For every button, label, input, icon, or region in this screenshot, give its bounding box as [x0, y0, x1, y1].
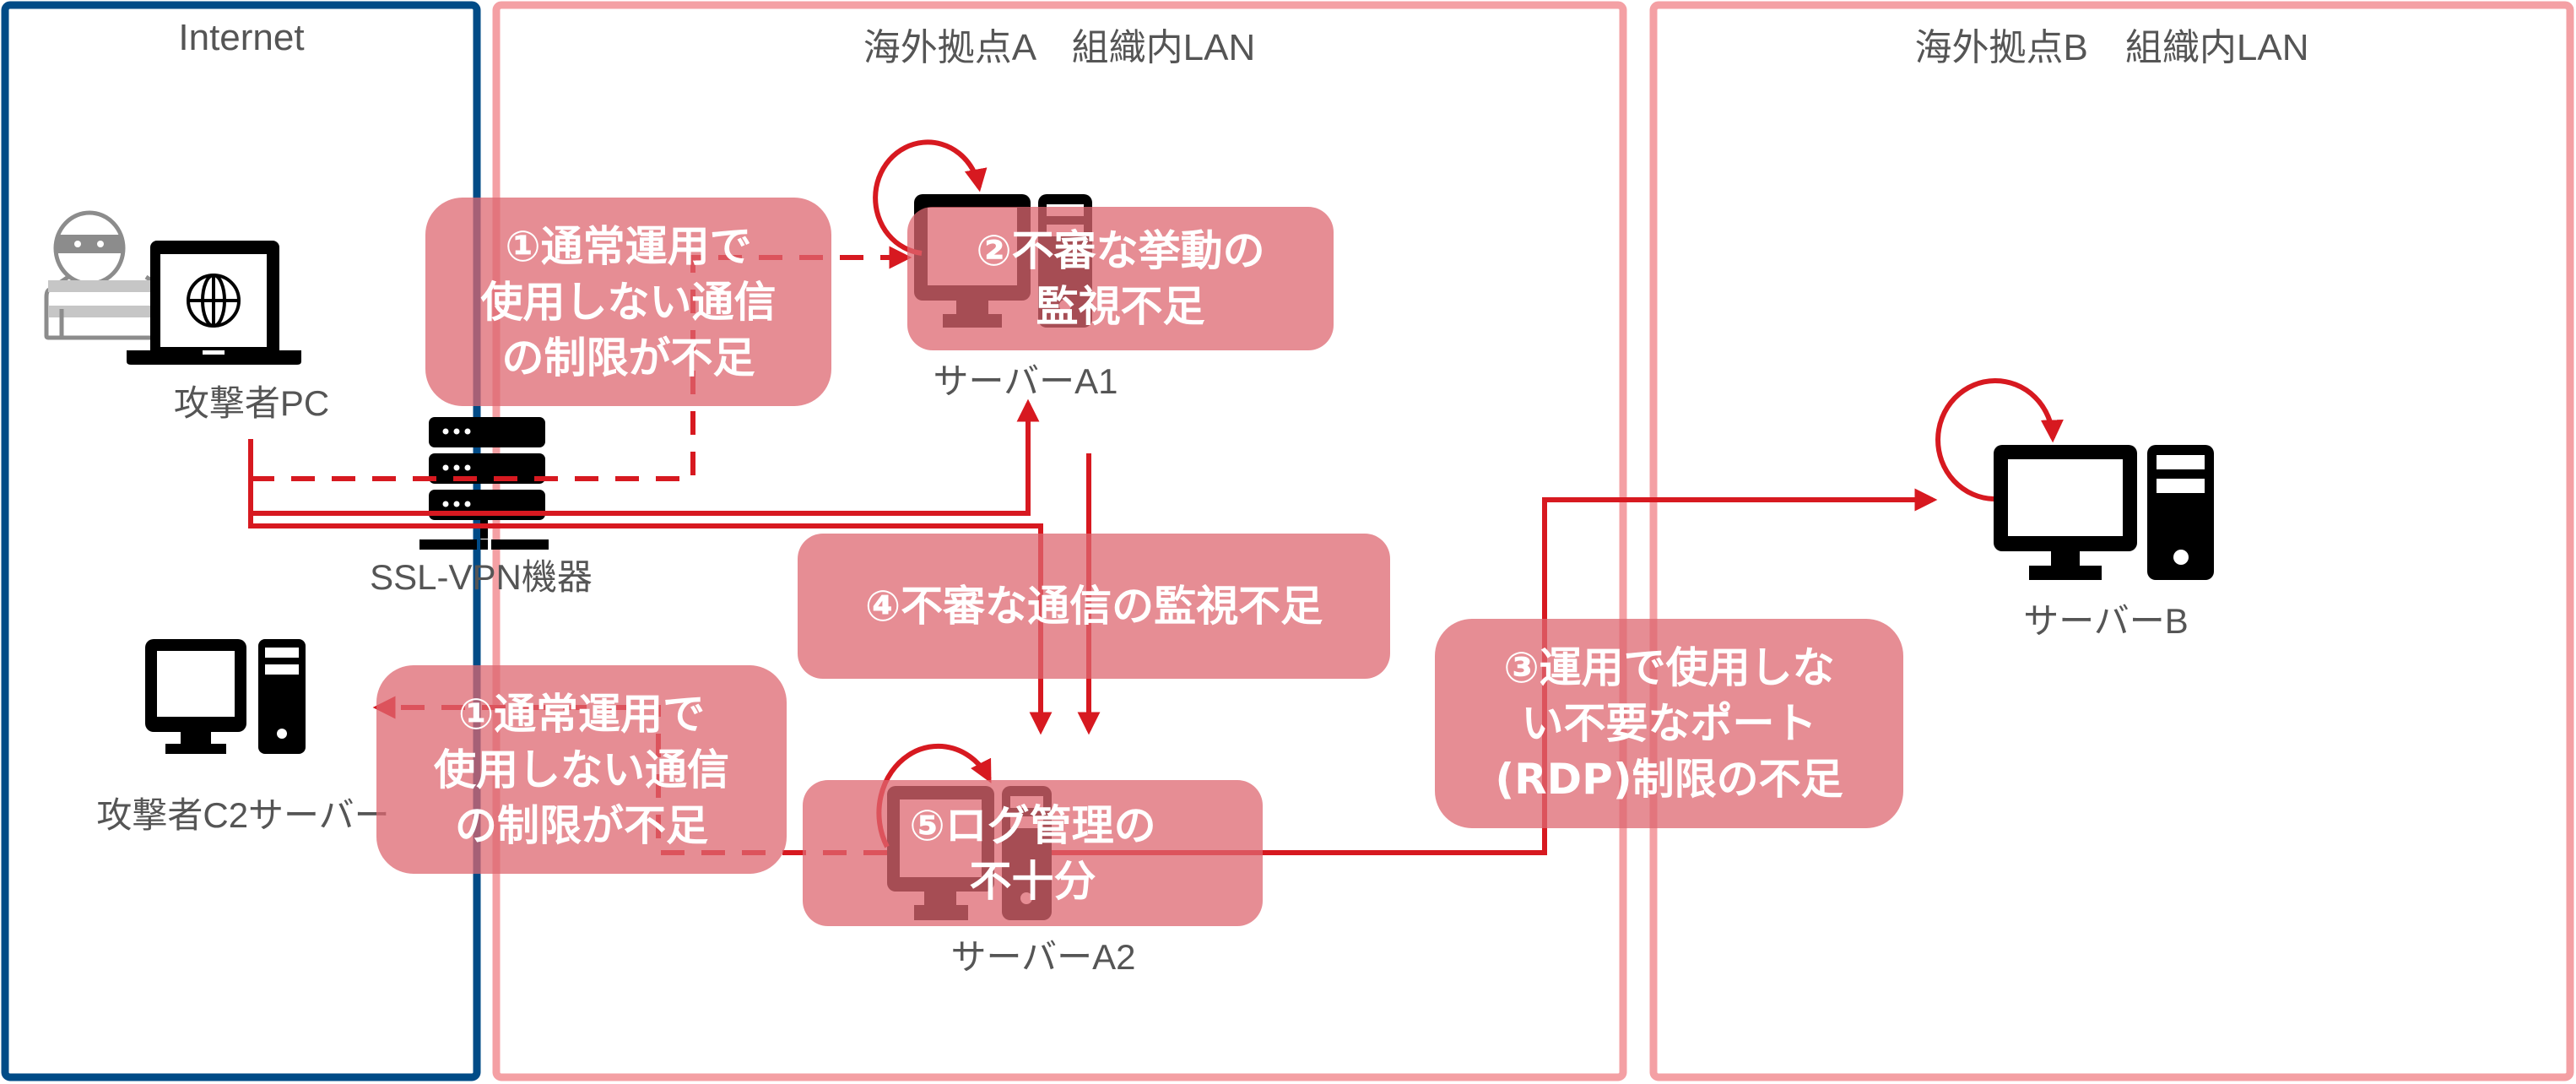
callout-3-line-2: い不要なポート	[1521, 699, 1817, 748]
b-loop-arrow	[1935, 378, 2064, 501]
callout-4-line-1: ④不審な通信の監視不足	[864, 582, 1323, 631]
callout-1-bottom: ①通常運用で 使用しない通信 の制限が不足	[376, 665, 787, 874]
region-site-b-frame	[1649, 1, 2574, 1081]
callout-3-line-1: ③運用で使用しな	[1503, 643, 1835, 692]
callout-5: ⑤ログ管理の 不十分	[803, 780, 1263, 926]
callout-3-line-3: (RDP)制限の不足	[1495, 755, 1843, 804]
label-server-a1: サーバーA1	[933, 361, 1118, 401]
callout-2-line-1: ②不審な挙動の	[976, 226, 1265, 275]
callout-3: ③運用で使用しな い不要なポート (RDP)制限の不足	[1435, 619, 1903, 828]
c2-server-pc-icon	[145, 639, 306, 754]
callout-5-line-1: ⑤ログ管理の	[909, 800, 1156, 850]
region-internet-frame	[1, 1, 481, 1081]
callout-1-bottom-line-2: 使用しない通信	[434, 745, 729, 794]
label-ssl-vpn: SSL-VPN機器	[370, 557, 593, 597]
callout-2: ②不審な挙動の 監視不足	[907, 207, 1334, 350]
callout-1-top: ①通常運用で 使用しない通信 の制限が不足	[425, 198, 831, 406]
server-b-pc-icon	[1994, 445, 2214, 580]
region-title-internet: Internet	[178, 17, 305, 58]
label-c2-server: 攻撃者C2サーバー	[96, 795, 390, 835]
region-title-site-a: 海外拠点A 組織内LAN	[863, 27, 1256, 68]
server-rack-icon	[419, 417, 549, 550]
callout-1-bottom-line-3: の制限が不足	[455, 800, 708, 850]
region-title-site-b: 海外拠点B 組織内LAN	[1914, 27, 2309, 68]
laptop-globe-icon	[127, 241, 301, 365]
callout-2-line-2: 監視不足	[1036, 282, 1205, 331]
attacker-pc-to-a1-line	[251, 398, 1040, 516]
label-server-b: サーバーB	[2023, 601, 2189, 641]
callout-4: ④不審な通信の監視不足	[798, 534, 1390, 679]
callout-1-top-line-1: ①通常運用で	[505, 221, 752, 271]
callout-1-top-line-2: 使用しない通信	[480, 277, 777, 327]
callout-5-line-2: 不十分	[969, 856, 1096, 906]
label-attacker-pc: 攻撃者PC	[173, 383, 330, 423]
callout-1-top-line-3: の制限が不足	[501, 333, 755, 382]
a1-loop-arrow	[873, 139, 988, 256]
masked-attacker-icon	[44, 210, 170, 340]
label-server-a2: サーバーA2	[950, 937, 1136, 977]
callout-1-bottom-line-1: ①通常運用で	[457, 689, 706, 739]
